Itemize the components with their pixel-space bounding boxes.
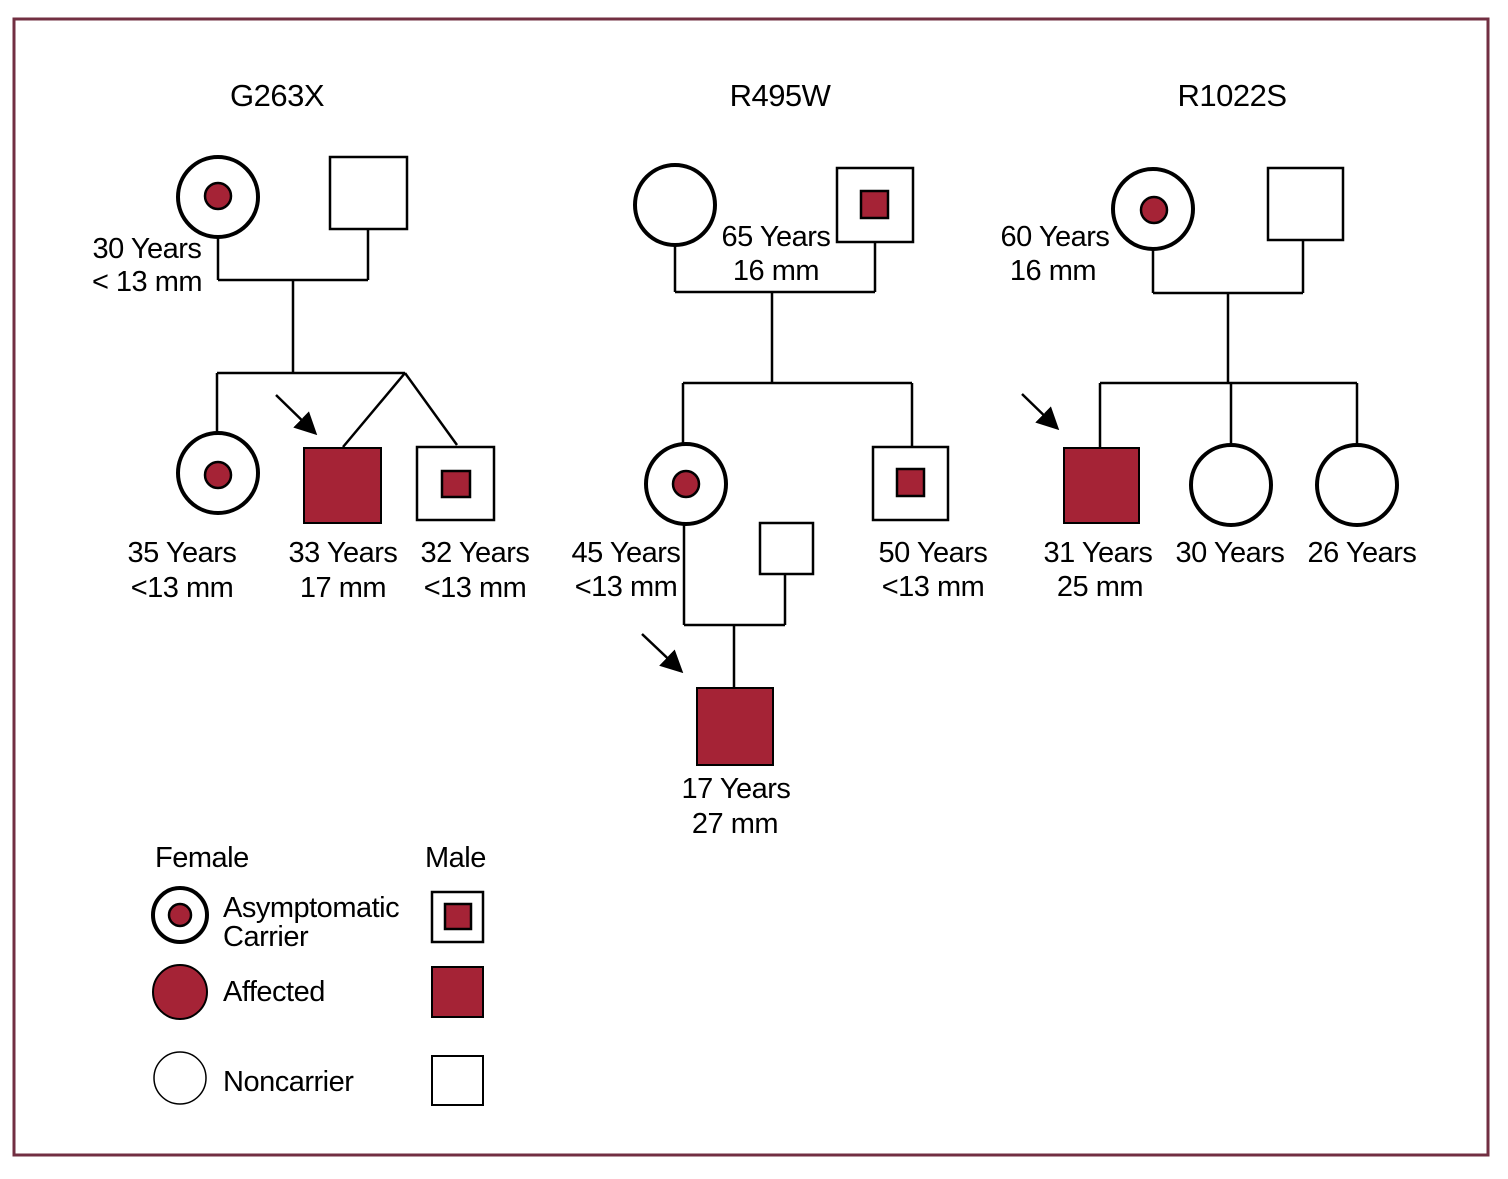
carrier-square-icon	[443, 902, 473, 931]
legend-female-header: Female	[155, 842, 249, 874]
carrier-square-icon	[440, 469, 472, 499]
child-noncarrier-female-symbol	[1189, 443, 1273, 527]
mother-size-label: 16 mm	[1010, 255, 1096, 287]
family-g263x: G263X 30 Years < 13 mm 35 Years <13 mm 3…	[92, 78, 530, 604]
father-age-label: 65 Years	[722, 221, 831, 253]
child-age-label: 50 Years	[879, 537, 988, 569]
family-title: R495W	[730, 78, 832, 113]
child-age-label: 30 Years	[1176, 537, 1285, 569]
proband-arrow-icon	[1021, 393, 1060, 431]
figure-border	[12, 17, 1490, 1157]
mother-size-label: < 13 mm	[92, 266, 202, 298]
grandchild-age-label: 17 Years	[682, 773, 791, 805]
proband-arrow-icon	[641, 633, 684, 674]
grandchild-size-label: 27 mm	[692, 808, 778, 840]
legend-carrier-label-line2: Carrier	[223, 921, 309, 953]
child-age-label: 45 Years	[572, 537, 681, 569]
mother-noncarrier-female-symbol	[633, 163, 717, 247]
family-r1022s: R1022S 60 Years 16 mm 31 Years 25 mm 30 …	[1001, 78, 1417, 603]
child-age-label: 31 Years	[1044, 537, 1153, 569]
legend-noncarrier-male-symbol	[431, 1055, 484, 1106]
family-title: R1022S	[1177, 78, 1286, 113]
carrier-dot-icon	[167, 902, 193, 928]
child-noncarrier-female-symbol	[1315, 443, 1399, 527]
father-size-label: 16 mm	[733, 255, 819, 287]
child-size-label: <13 mm	[882, 571, 985, 603]
child-age-label: 32 Years	[421, 537, 530, 569]
carrier-dot-icon	[203, 181, 233, 211]
child-affected-male-symbol	[303, 447, 382, 524]
legend-affected-label: Affected	[223, 976, 325, 1008]
child-size-label: <13 mm	[424, 572, 527, 604]
child-size-label: <13 mm	[131, 572, 234, 604]
carrier-square-icon	[859, 189, 890, 220]
mother-age-label: 60 Years	[1001, 221, 1110, 253]
family-connector-lines	[215, 229, 459, 448]
carrier-square-icon	[895, 467, 926, 498]
family-r495w: R495W 65 Years 16 mm 45 Years <13 mm 50 …	[572, 78, 988, 840]
child-age-label: 35 Years	[128, 537, 237, 569]
legend-male-header: Male	[425, 842, 486, 874]
child-age-label: 33 Years	[289, 537, 398, 569]
father-noncarrier-male-symbol	[1266, 166, 1345, 242]
carrier-dot-icon	[671, 469, 701, 499]
father-noncarrier-male-symbol	[328, 155, 409, 231]
family-connector-lines	[673, 242, 914, 688]
carrier-dot-icon	[203, 460, 233, 490]
legend-noncarrier-label: Noncarrier	[223, 1066, 354, 1098]
child-size-label: <13 mm	[575, 571, 678, 603]
child-size-label: 25 mm	[1057, 571, 1143, 603]
grandchild-affected-male-symbol	[696, 687, 774, 766]
family-connector-lines	[1098, 240, 1359, 448]
carrier-dot-icon	[1139, 195, 1169, 225]
legend-affected-female-symbol	[152, 964, 208, 1020]
child-affected-male-symbol	[1063, 447, 1140, 524]
legend: Female Male Asymptomatic Carrier Affecte…	[151, 842, 486, 1106]
legend-affected-male-symbol	[431, 966, 484, 1018]
spouse-noncarrier-male-symbol	[758, 521, 815, 576]
legend-carrier-label-line1: Asymptomatic	[223, 892, 399, 924]
child-age-label: 26 Years	[1308, 537, 1417, 569]
child-size-label: 17 mm	[300, 572, 386, 604]
family-title: G263X	[230, 78, 325, 113]
legend-noncarrier-female-symbol	[153, 1051, 207, 1105]
proband-arrow-icon	[275, 394, 318, 436]
mother-age-label: 30 Years	[93, 233, 202, 265]
